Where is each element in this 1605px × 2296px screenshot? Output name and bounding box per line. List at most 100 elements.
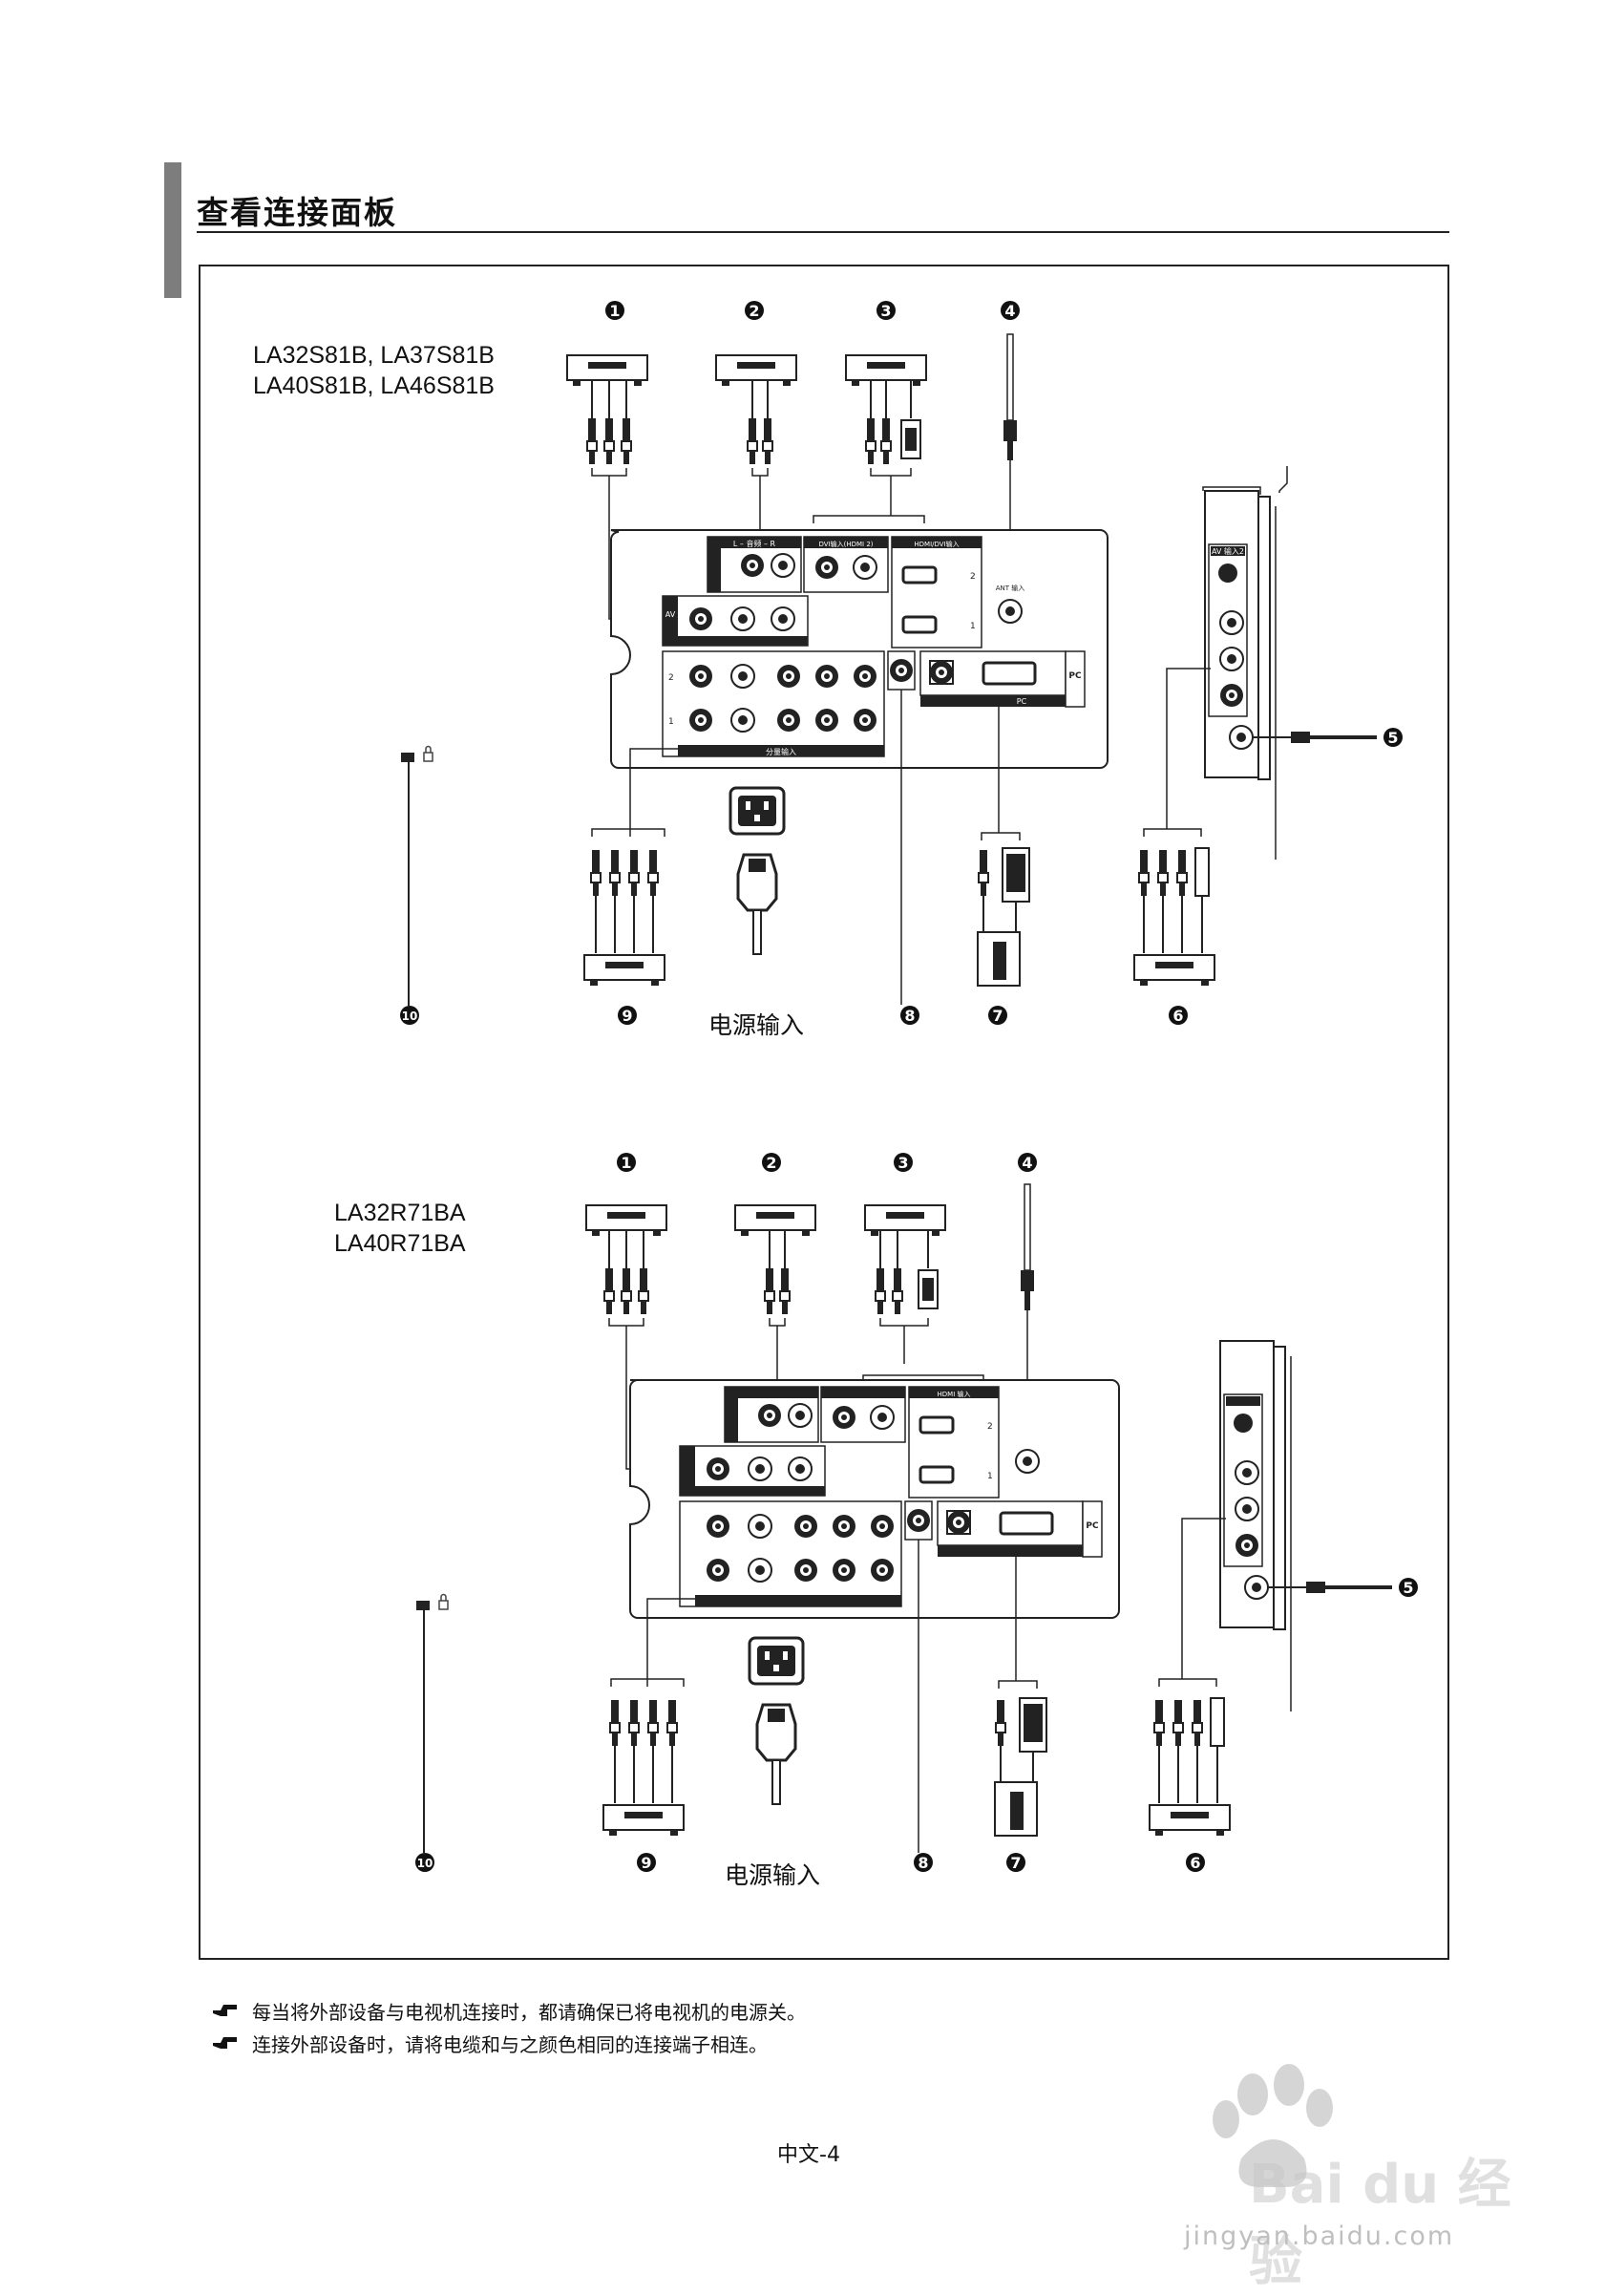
callout-7b: 7 — [1006, 1853, 1025, 1872]
kensington-lock-icon-2 — [415, 1593, 449, 1611]
svg-text:AV: AV — [665, 610, 676, 619]
svg-text:5: 5 — [1403, 1579, 1413, 1597]
callout-8: 8 — [900, 1006, 919, 1025]
tv-back-panel-2: HDMI 输入 2 1 PC — [629, 1379, 1120, 1619]
callout-3: 3 — [876, 301, 896, 320]
av-device-6 — [1133, 954, 1215, 987]
model-line: LA32S81B, LA37S81B — [253, 342, 495, 369]
svg-text:2: 2 — [766, 1154, 776, 1172]
model-list-2: LA32R71BA LA40R71BA — [334, 1198, 466, 1259]
component-device-9b — [602, 1804, 685, 1837]
svg-text:2: 2 — [668, 673, 674, 683]
note-text: 每当将外部设备与电视机连接时，都请确保已将电视机的电源关。 — [252, 2000, 806, 2024]
callout-2: 2 — [745, 301, 764, 320]
diagram-2: 1 2 3 4 5 6 7 8 9 10 — [415, 1153, 1418, 1872]
callout-2b: 2 — [762, 1153, 781, 1172]
svg-text:1: 1 — [987, 1472, 993, 1481]
svg-text:4: 4 — [1004, 302, 1015, 320]
callout-10b: 10 — [415, 1853, 434, 1872]
model-list-1: LA32S81B, LA37S81B LA40S81B, LA46S81B — [253, 340, 495, 401]
pc-label: PC — [1017, 697, 1027, 706]
page-number: 中文-4 — [777, 2143, 840, 2167]
side-panel-2 — [1219, 1340, 1292, 1711]
hdmi-device-3b — [864, 1204, 946, 1237]
callout-9b: 9 — [637, 1853, 656, 1872]
note-item: 连接外部设备时，请将电缆和与之颜色相同的连接端子相连。 — [212, 2027, 806, 2059]
ant-in-label: ANT 输入 — [996, 584, 1025, 592]
watermark-brand: Bai du 经验 — [1249, 2154, 1511, 2293]
av-in-2-label: AV 输入2 — [1212, 546, 1244, 556]
callout-1: 1 — [605, 301, 624, 320]
svg-text:9: 9 — [622, 1007, 632, 1025]
svg-text:4: 4 — [1022, 1154, 1032, 1172]
side-panel-1: AV 输入2 — [1202, 466, 1288, 860]
svg-text:8: 8 — [918, 1854, 928, 1872]
baidu-paw-icon — [1213, 2064, 1333, 2187]
svg-text:6: 6 — [1172, 1007, 1183, 1025]
power-cord-2 — [748, 1636, 805, 1806]
notes: 每当将外部设备与电视机连接时，都请确保已将电视机的电源关。 连接外部设备时，请将… — [212, 1994, 806, 2059]
kensington-lock-icon-1 — [400, 745, 433, 763]
audio-device-2 — [715, 354, 797, 387]
svg-text:2: 2 — [970, 572, 976, 582]
component-in-label: 分量输入 — [766, 747, 796, 756]
callout-10: 10 — [400, 1006, 419, 1025]
page-title: 查看连接面板 — [197, 194, 397, 231]
callout-5b: 5 — [1399, 1578, 1418, 1597]
callout-4b: 4 — [1018, 1153, 1037, 1172]
tv-back-panel-1: L – 音频 – R DVI输入(HDMI 2) HDMI/DVI输入 2 1 … — [610, 529, 1109, 769]
model-line: LA40S81B, LA46S81B — [253, 372, 495, 399]
callout-6b: 6 — [1186, 1853, 1205, 1872]
av-device-1 — [566, 354, 648, 387]
diagram-frame — [199, 265, 1449, 1960]
svg-text:6: 6 — [1190, 1854, 1200, 1872]
av-device-6b — [1149, 1804, 1231, 1837]
hdmi-dvi-in-label: HDMI/DVI输入 — [914, 540, 959, 548]
svg-text:1: 1 — [668, 717, 674, 727]
svg-text:3: 3 — [898, 1154, 908, 1172]
callout-8b: 8 — [914, 1853, 933, 1872]
note-item: 每当将外部设备与电视机连接时，都请确保已将电视机的电源关。 — [212, 1994, 806, 2027]
pointing-hand-icon — [213, 2005, 237, 2016]
svg-text:PC: PC — [1068, 671, 1082, 681]
audio-device-2b — [734, 1204, 816, 1237]
svg-text:8: 8 — [904, 1007, 915, 1025]
svg-text:PC: PC — [1086, 1521, 1099, 1531]
svg-text:1: 1 — [609, 302, 620, 320]
audio-label: L – 音频 – R — [733, 539, 776, 548]
model-line: LA40R71BA — [334, 1230, 466, 1257]
callout-1b: 1 — [617, 1153, 636, 1172]
model-line: LA32R71BA — [334, 1200, 466, 1226]
component-device-9 — [583, 954, 665, 987]
svg-text:10: 10 — [417, 1857, 433, 1870]
svg-text:5: 5 — [1387, 729, 1398, 747]
watermark-url: jingyan.baidu.com — [1184, 2222, 1455, 2251]
svg-text:3: 3 — [880, 302, 891, 320]
svg-text:7: 7 — [1010, 1854, 1021, 1872]
dvi-in-label: DVI输入(HDMI 2) — [818, 540, 873, 548]
watermark-logo: Bai du 经验 — [1134, 2065, 1526, 2293]
callout-3b: 3 — [894, 1153, 913, 1172]
diagram-1: 1 2 3 4 5 6 7 8 9 10 — [400, 301, 1403, 1025]
note-text: 连接外部设备时，请将电缆和与之颜色相同的连接端子相连。 — [252, 2032, 768, 2056]
svg-text:9: 9 — [641, 1854, 651, 1872]
pointing-hand-icon — [213, 2037, 237, 2049]
power-input-label-2: 电源输入 — [725, 1861, 821, 1889]
power-cord-1 — [729, 786, 786, 956]
callout-6: 6 — [1169, 1006, 1188, 1025]
hdmi-in-label: HDMI 输入 — [938, 1390, 971, 1398]
callout-9: 9 — [618, 1006, 637, 1025]
callout-7: 7 — [988, 1006, 1007, 1025]
svg-text:1: 1 — [970, 622, 976, 631]
svg-text:2: 2 — [749, 302, 759, 320]
svg-text:2: 2 — [987, 1422, 993, 1432]
section-marker-bar — [164, 162, 181, 298]
svg-text:1: 1 — [621, 1154, 631, 1172]
title-divider — [197, 231, 1449, 233]
svg-text:10: 10 — [402, 1010, 418, 1023]
power-input-label-1: 电源输入 — [708, 1011, 805, 1039]
callout-4: 4 — [1001, 301, 1020, 320]
svg-text:7: 7 — [992, 1007, 1003, 1025]
callout-5: 5 — [1383, 728, 1403, 747]
